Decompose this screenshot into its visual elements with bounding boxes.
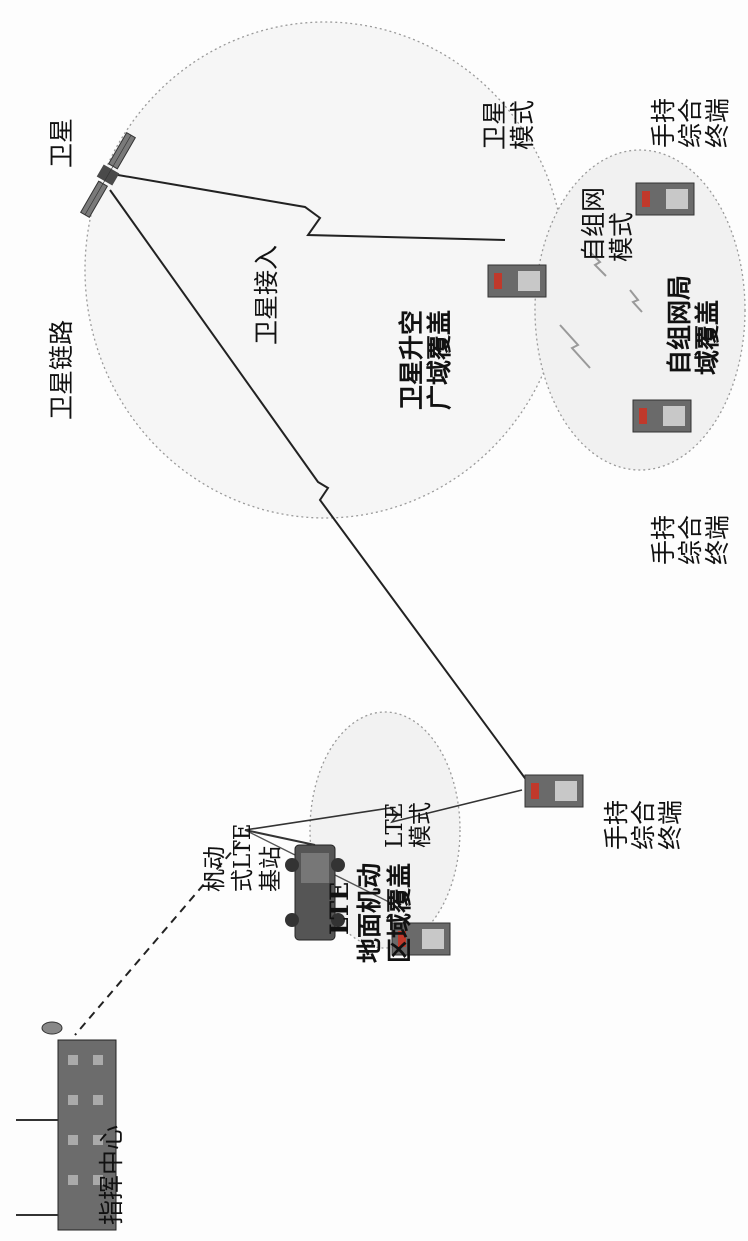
handheld-terminal-icon <box>633 400 691 432</box>
mobile-lte-station-label: 机动 式LTE 基站 <box>202 816 284 892</box>
terminal-right-mid-label: 手持 综合 终端 <box>649 507 732 565</box>
handheld-terminal-icon <box>488 265 546 297</box>
satellite-label: 卫星 <box>47 118 76 168</box>
satellite-mode-label: 卫星 模式 <box>480 92 537 150</box>
satellite-link-label: 卫星链路 <box>47 320 76 420</box>
terminal-lte-right-label: 手持 综合 终端 <box>602 792 685 850</box>
handheld-terminal-icon <box>636 183 694 215</box>
handheld-terminal-icon <box>525 775 583 807</box>
terminal-top-right-label: 手持 综合 终端 <box>649 90 732 148</box>
lte-mode-label: LTE 模式 <box>382 795 434 848</box>
command-center-label: 指挥中心 <box>97 1125 126 1225</box>
satellite-access-label: 卫星接入 <box>252 245 281 345</box>
satellite-coverage-label: 卫星升空 广域覆盖 <box>397 301 454 410</box>
